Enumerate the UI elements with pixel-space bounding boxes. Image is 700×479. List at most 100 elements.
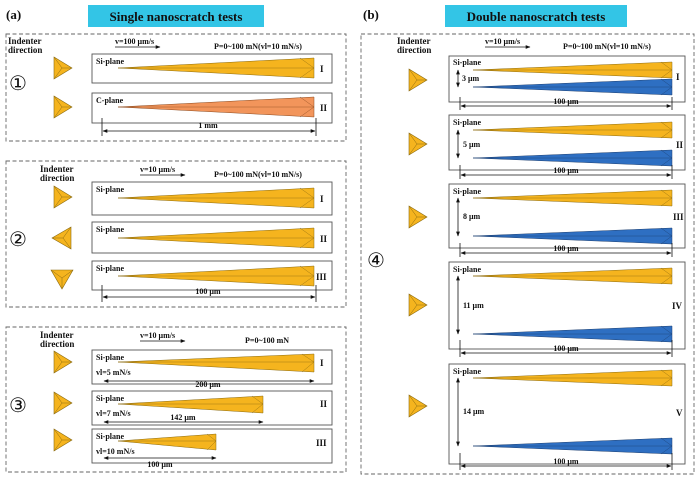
pair-length: 100 μm bbox=[553, 97, 579, 106]
group-4-indenter-label-2: direction bbox=[397, 45, 431, 55]
scratch-box bbox=[91, 390, 333, 426]
scratch-plane-label: Si-plane bbox=[453, 265, 481, 274]
scratch-id: III bbox=[673, 212, 684, 222]
scratch-plane-label: Si-plane bbox=[96, 264, 124, 273]
group-4-load: P=0~100 mN(vl=10 mN/s) bbox=[563, 42, 651, 51]
pair-length: 100 μm bbox=[553, 244, 579, 253]
panel-b-title-bg bbox=[445, 5, 627, 27]
group-3-load: P=0~100 mN bbox=[245, 336, 289, 345]
panel-b-title: Double nanoscratch tests bbox=[467, 9, 606, 24]
scratch-box bbox=[91, 221, 333, 254]
scratch-track bbox=[117, 353, 315, 373]
indenter-right-icon bbox=[408, 205, 428, 229]
scratch-id: II bbox=[676, 140, 684, 150]
pair-length: 100 μm bbox=[553, 344, 579, 353]
scratch-pair-box bbox=[448, 363, 686, 465]
pair-gap: 3 μm bbox=[462, 74, 480, 83]
group-1: Indenter direction ① v=100 μm/s P=0~100 … bbox=[5, 33, 347, 142]
group-2-load: P=0~100 mN(vl=10 mN/s) bbox=[214, 170, 302, 179]
scratch-plane-label: Si-plane bbox=[96, 394, 124, 403]
panel-a-label: (a) bbox=[6, 7, 21, 22]
group-3: Indenter direction ③ v=10 μm/s P=0~100 m… bbox=[5, 326, 347, 473]
indenter-left-icon bbox=[51, 226, 72, 250]
indenter-right-icon bbox=[53, 350, 73, 374]
group-2-velocity: v=10 μm/s bbox=[140, 165, 175, 174]
group-2: Indenter direction ② v=10 μm/s P=0~100 m… bbox=[5, 160, 347, 308]
group-2-length: 100 μm bbox=[195, 287, 221, 296]
group-2-indenter-label: Indenter bbox=[40, 164, 74, 174]
pair-gap: 11 μm bbox=[463, 301, 484, 310]
scratch-plane-label: Si-plane bbox=[453, 367, 481, 376]
scratch-id: III bbox=[316, 272, 327, 282]
pair-gap: 5 μm bbox=[463, 140, 481, 149]
scratch-id: II bbox=[320, 234, 328, 244]
scratch-box bbox=[91, 92, 333, 124]
scratch-box bbox=[91, 53, 333, 84]
group-4-indenter-label: Indenter bbox=[397, 36, 431, 46]
load-rate-label: vl=10 mN/s bbox=[96, 447, 135, 456]
scratch-pair-box bbox=[448, 114, 686, 171]
scratch-plane-label: Si-plane bbox=[96, 432, 124, 441]
group-1-load: P=0~100 mN(vl=10 mN/s) bbox=[214, 42, 302, 51]
scratch-plane-label: Si-plane bbox=[96, 57, 124, 66]
group-1-number: ① bbox=[9, 71, 27, 95]
indenter-right-icon bbox=[408, 68, 428, 92]
panel-a-title: Single nanoscratch tests bbox=[110, 9, 243, 24]
scratch-pair-box bbox=[448, 183, 686, 249]
scratch-id: I bbox=[676, 72, 680, 82]
group-3-frame bbox=[5, 326, 347, 473]
scratch-id: I bbox=[320, 194, 324, 204]
indenter-down-icon bbox=[50, 269, 74, 290]
group-1-length: 1 mm bbox=[198, 121, 218, 130]
scratch-plane-label: Si-plane bbox=[453, 187, 481, 196]
group-4-velocity: v=10 μm/s bbox=[485, 37, 520, 46]
scratch-box bbox=[91, 349, 333, 385]
scratch-track bbox=[117, 395, 264, 414]
group-2-number: ② bbox=[9, 227, 27, 251]
scratch-length: 100 μm bbox=[147, 460, 173, 469]
scratch-id: V bbox=[676, 408, 683, 418]
scratch-plane-label: Si-plane bbox=[453, 118, 481, 127]
scratch-id: II bbox=[320, 399, 328, 409]
group-1-frame bbox=[5, 33, 347, 142]
pair-gap: 8 μm bbox=[463, 212, 481, 221]
panel-a-title-bg bbox=[88, 5, 264, 27]
indenter-right-icon bbox=[53, 56, 73, 80]
scratch-pair-box bbox=[448, 261, 686, 350]
group-1-indenter-label-2: direction bbox=[8, 45, 42, 55]
indenter-right-icon bbox=[53, 428, 73, 452]
load-rate-label: vl=7 mN/s bbox=[96, 409, 131, 418]
scratch-id: III bbox=[316, 438, 327, 448]
scratch-id: I bbox=[320, 64, 324, 74]
group-4-frame bbox=[360, 33, 695, 475]
scratch-plane-label: Si-plane bbox=[96, 225, 124, 234]
load-rate-label: vl=5 mN/s bbox=[96, 368, 131, 377]
group-3-indenter-label: Indenter bbox=[40, 330, 74, 340]
scratch-pair-box bbox=[448, 55, 686, 103]
scratch-id: IV bbox=[672, 301, 683, 311]
scratch-track bbox=[117, 433, 217, 451]
scratch-length: 142 μm bbox=[170, 413, 196, 422]
indenter-right-icon bbox=[408, 394, 428, 418]
scratch-id: I bbox=[320, 358, 324, 368]
group-4-number: ④ bbox=[367, 248, 385, 272]
scratch-plane-label: Si-plane bbox=[96, 185, 124, 194]
pair-length: 100 μm bbox=[553, 166, 579, 175]
group-1-velocity: v=100 μm/s bbox=[115, 37, 154, 46]
indenter-right-icon bbox=[53, 391, 73, 415]
group-2-indenter-label-2: direction bbox=[40, 173, 74, 183]
scratch-box bbox=[91, 181, 333, 216]
group-3-indenter-label-2: direction bbox=[40, 339, 74, 349]
scratch-length: 200 μm bbox=[195, 380, 221, 389]
indenter-right-icon bbox=[408, 132, 428, 156]
scratch-id: II bbox=[320, 103, 328, 113]
scratch-box bbox=[91, 260, 333, 291]
scratch-plane-label: C-plane bbox=[96, 96, 124, 105]
indenter-right-icon bbox=[53, 185, 73, 209]
group-3-velocity: v=10 μm/s bbox=[140, 331, 175, 340]
indenter-right-icon bbox=[53, 95, 73, 119]
group-1-indenter-label: Indenter bbox=[8, 36, 42, 46]
panel-b-label: (b) bbox=[363, 7, 379, 22]
group-2-frame bbox=[5, 160, 347, 308]
